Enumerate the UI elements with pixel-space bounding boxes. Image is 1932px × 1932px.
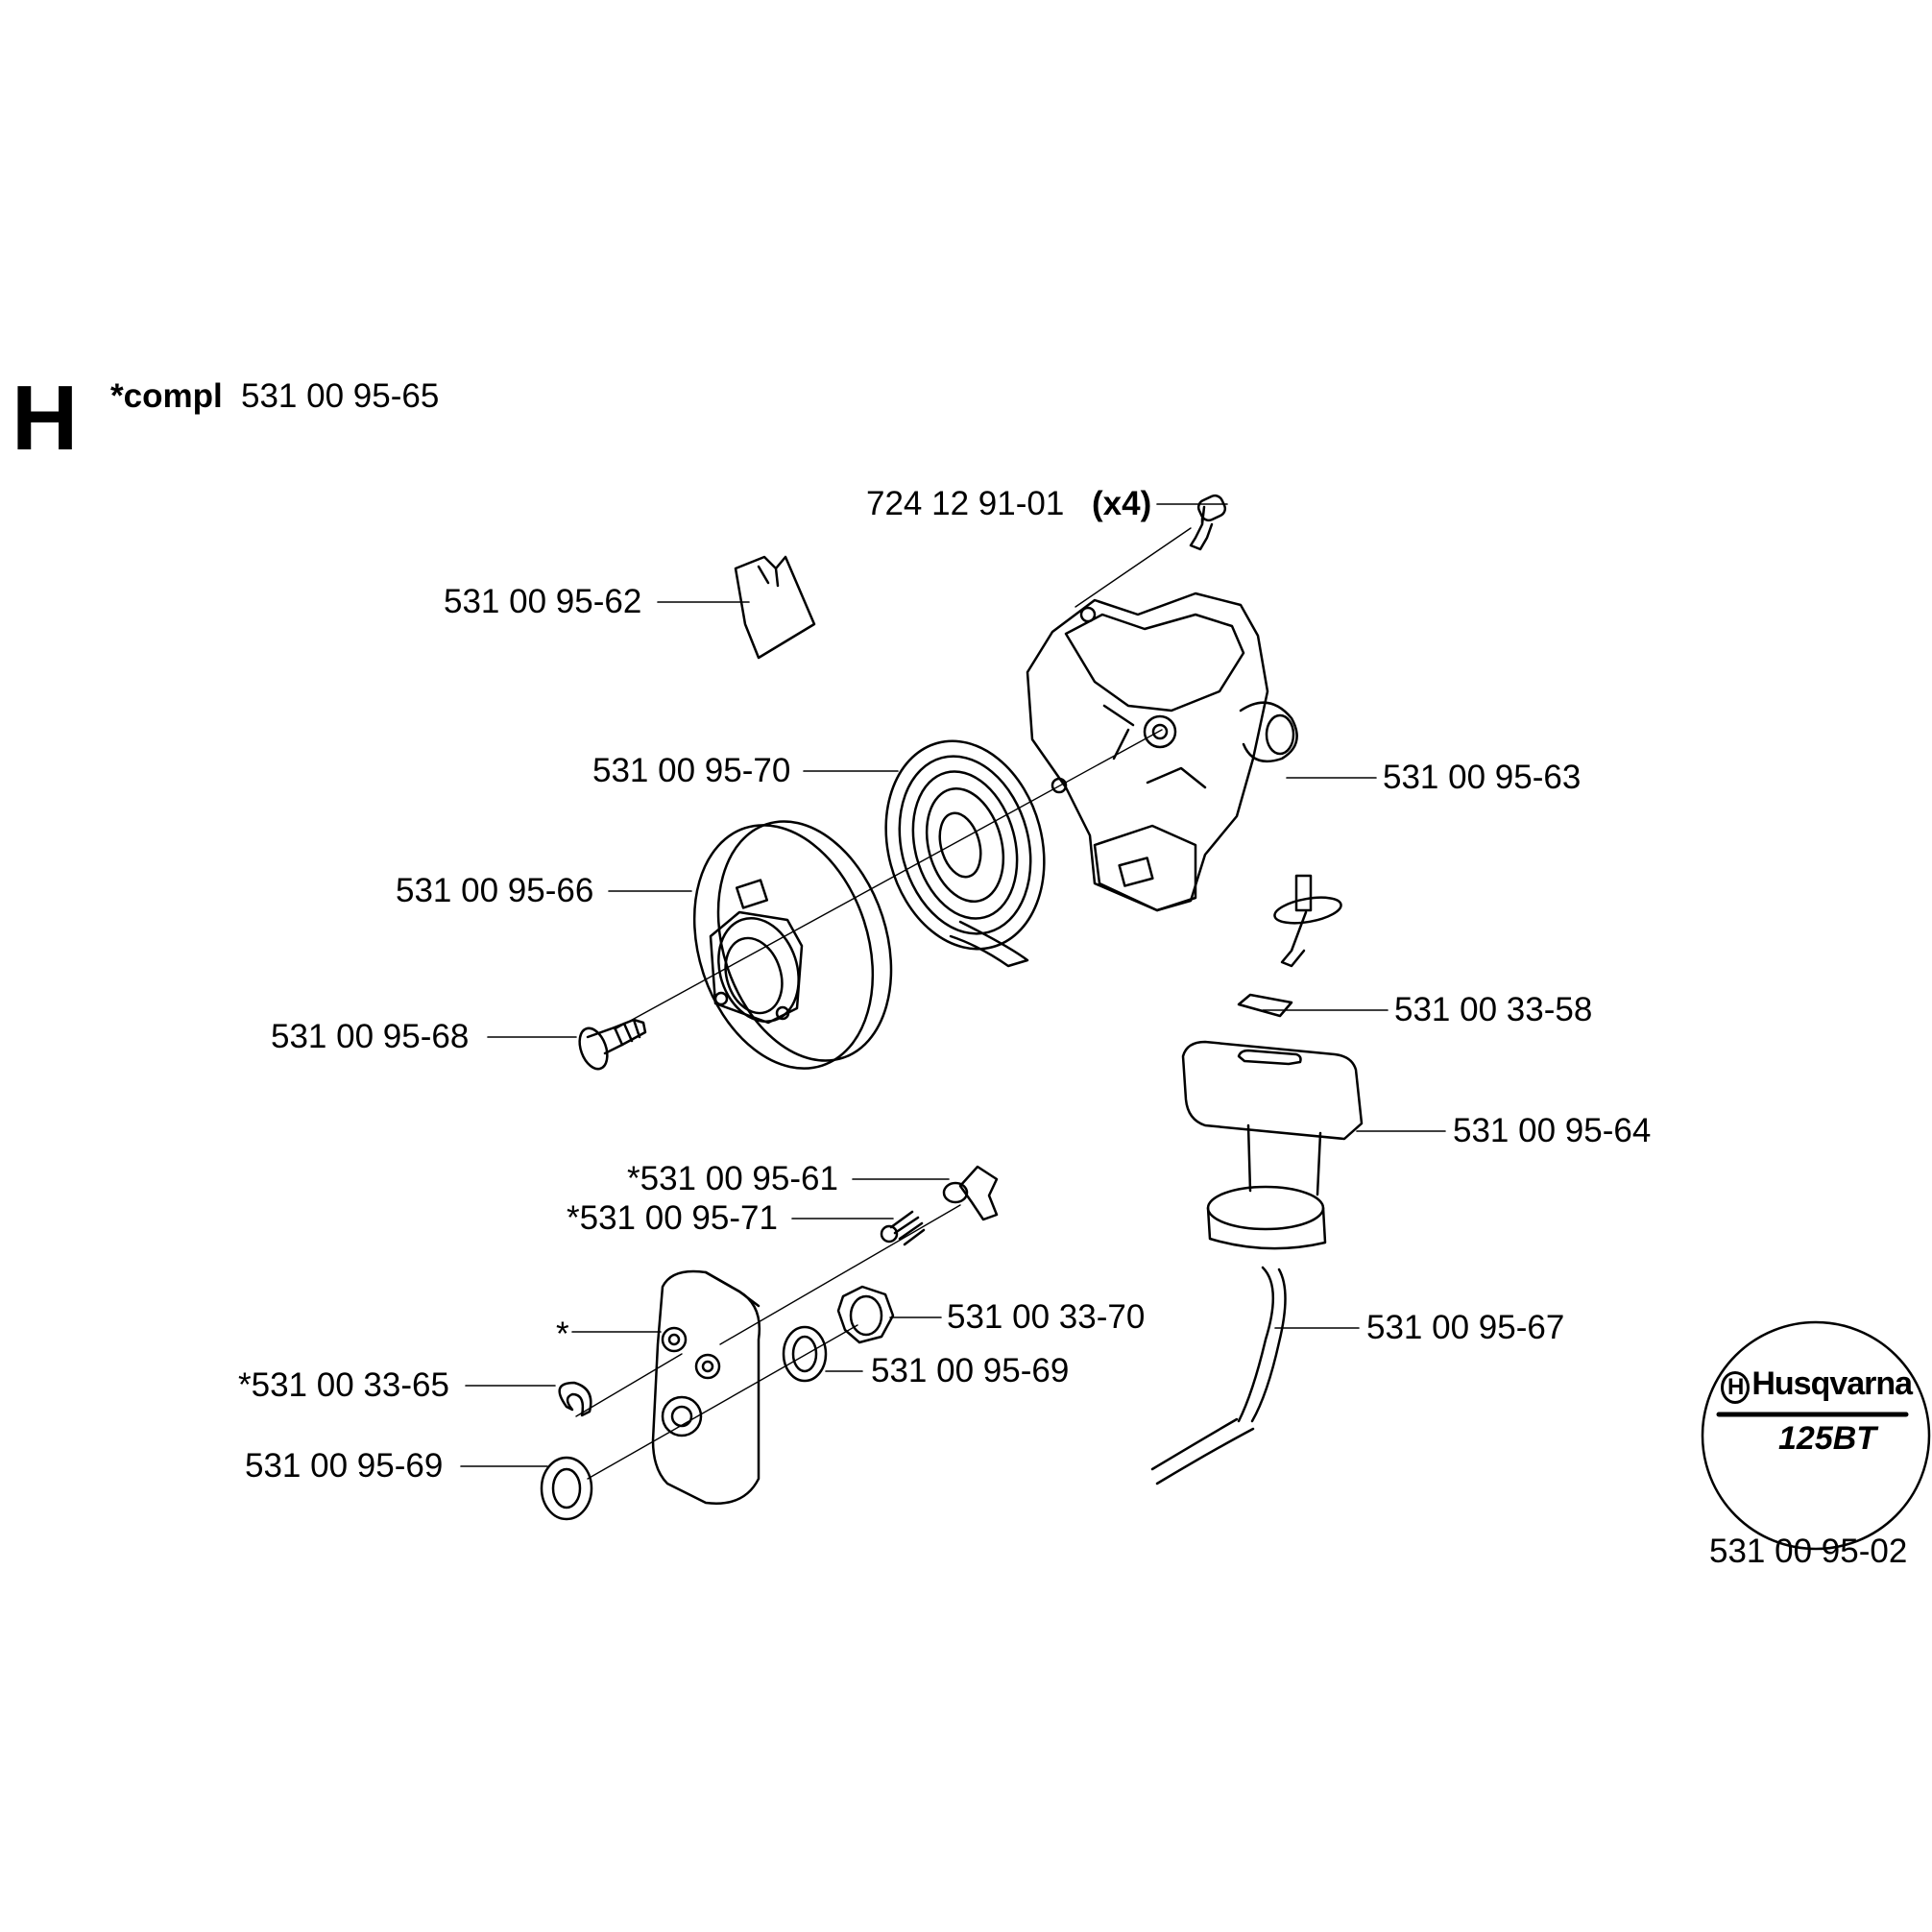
part-label-screw-pulley: 531 00 95-68 [271,1018,470,1055]
model-name: 125BT [1778,1420,1877,1457]
rope-shape [1150,1266,1287,1485]
part-label-screw-top: 724 12 91-01 [866,485,1065,522]
pawl-block-shape [651,1269,761,1505]
part-label-handle: 531 00 95-64 [1453,1112,1652,1149]
part-label-spring: 531 00 95-70 [592,752,791,789]
part-label-circlip: *531 00 33-65 [238,1366,449,1404]
washer-mid-shape [782,1325,828,1383]
part-label-pawl: 531 00 95-62 [444,583,642,620]
pawl-shape [734,555,816,660]
brand-name: Husqvarna [1751,1365,1913,1402]
pulley-shape [692,820,893,1070]
spring-shape [884,739,1046,968]
compl-prefix: *compl [110,377,223,415]
compl-number: 531 00 95-65 [241,377,440,415]
husqvarna-crown-icon: H [1721,1371,1751,1404]
badge-shape [1701,1320,1931,1551]
part-label-housing: 531 00 95-63 [1383,759,1582,796]
handle-shape [1181,1040,1364,1250]
part-label-asterisk-block: * [556,1316,569,1353]
nut-shape [836,1285,895,1344]
section-letter: H [12,367,79,470]
small-spring-shape [880,1210,926,1246]
screw-pulley [578,1018,647,1071]
part-label-pulley: 531 00 95-66 [396,872,594,909]
housing-shape [1026,592,1298,912]
plate-shape [1237,993,1293,1018]
circlip-shape [558,1381,592,1417]
part-label-nut: 531 00 33-70 [947,1298,1146,1336]
part-qty-screw-top: (x4) [1092,485,1152,522]
part-label-washer-handle: 531 00 33-58 [1394,991,1593,1028]
handle-pin [1273,874,1342,968]
part-label-spring-small: *531 00 95-71 [567,1199,778,1237]
leader-lines [460,503,1446,1467]
screw-top [1189,494,1227,551]
washer-lower-shape [540,1456,593,1521]
pin-shape [942,1165,999,1221]
part-label-washer-lower: 531 00 95-69 [245,1447,444,1485]
part-label-rope: 531 00 95-67 [1366,1309,1565,1346]
part-label-pin: *531 00 95-61 [627,1160,838,1197]
drawing-number: 531 00 95-02 [1709,1533,1908,1570]
part-label-washer-mid: 531 00 95-69 [871,1352,1070,1389]
